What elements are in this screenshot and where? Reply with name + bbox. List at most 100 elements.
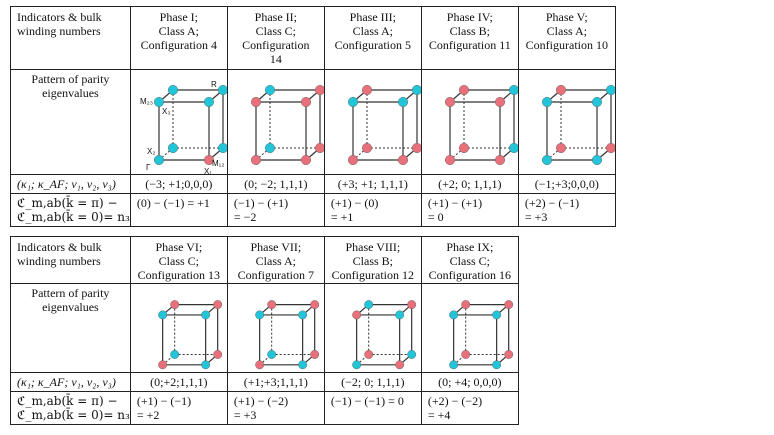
parity-vertex [310,300,319,310]
parity-vertex [605,143,615,153]
parity-vertex [364,350,373,359]
parity-vertex [541,154,552,165]
parity-vertex [170,350,179,359]
parity-vertex [300,154,311,165]
parity-vertex [591,97,602,108]
phase-table-2: Indicators & bulk winding numbers Phase … [10,236,519,425]
cube-hidden-edge [352,147,368,161]
parity-cube-diagram [352,300,416,370]
phase-table-1: Indicators & bulk winding numbers Phase … [10,6,616,227]
parity-vertex [492,360,501,370]
phase-header-6: Phase VI; Class C; Configuration 13 [129,236,228,284]
cube-hidden-edge [449,147,465,161]
cube-point-label: M₁₂ [212,159,224,168]
parity-vertex [203,154,214,165]
cube-cell-phase-8 [323,283,422,373]
parity-vertex [167,142,178,153]
parity-vertex [397,154,408,165]
cube-cell-phase-5 [517,69,616,175]
indicators-value: (0;+2;1,1,1) [129,372,228,392]
pattern-label-cell: Pattern of parity eigenvalues [10,69,131,175]
phase-header-8: Phase VIII; Class B; Configuration 12 [323,236,422,284]
parity-cube-diagram [158,300,222,370]
parity-vertex [267,350,276,359]
parity-vertex [504,350,513,359]
parity-vertex [298,310,307,320]
cube-point-label: R [211,80,217,89]
parity-vertex [213,300,222,310]
parity-cube-diagram [449,300,513,370]
parity-vertex [407,300,416,310]
cube-point-label: X₃ [162,107,171,116]
parity-vertex [494,154,505,165]
indicators-value: (+1;+3;1,1,1) [226,372,325,392]
parity-cube-diagram [347,84,421,165]
cube-point-label: X₂ [147,147,155,156]
parity-vertex [217,143,227,153]
parity-vertex [250,97,261,108]
phase-header-7: Phase VII; Class A; Configuration 7 [226,236,325,284]
parity-vertex [217,85,227,95]
parity-vertex [449,360,458,370]
parity-vertex [264,142,275,153]
parity-vertex [458,84,469,96]
indicators-row-label: (κ₁; κ_AF; ν₁, ν₂, ν₃) [10,174,131,194]
cube-point-label: M₂₃ [140,97,153,106]
parity-cube-diagram [255,300,319,370]
parity-vertex [310,350,319,359]
parity-vertex [541,97,552,108]
parity-vertex [397,97,408,108]
parity-vertex [213,350,222,359]
parity-vertex [591,154,602,165]
parity-vertex [170,300,179,310]
parity-vertex [352,360,361,370]
parity-vertex [605,85,615,95]
cube-cell-phase-2 [226,69,325,175]
parity-vertex [504,300,513,310]
parity-cube-diagram [444,84,518,165]
parity-vertex [361,84,372,96]
header-label-cell: Indicators & bulk winding numbers [10,236,131,284]
phase-header-1: Phase I; Class A; Configuration 4 [129,6,228,70]
parity-vertex [461,350,470,359]
winding-value: (−1) − (+1) = −2 [226,193,325,227]
winding-value: (+1) − (−1) = +2 [129,391,228,425]
parity-vertex [364,300,373,310]
cube-cell-phase-7 [226,283,325,373]
parity-vertex [153,154,164,165]
parity-vertex [444,154,455,165]
parity-vertex [461,300,470,310]
parity-vertex [411,85,421,95]
parity-cube-diagram [250,84,324,165]
parity-vertex [352,310,361,320]
cube-hidden-edge [158,147,174,161]
parity-vertex [255,310,264,320]
winding-value: (0) − (−1) = +1 [129,193,228,227]
parity-vertex [298,360,307,370]
parity-vertex [267,300,276,310]
parity-vertex [347,154,358,165]
cube-hidden-edge [546,147,562,161]
cube-cell-phase-9 [420,283,519,373]
parity-vertex [407,350,416,359]
parity-vertex [449,310,458,320]
indicators-value: (−1;+3;0,0,0) [517,174,616,194]
indicators-value: (−3; +1;0,0,0) [129,174,228,194]
parity-vertex [395,310,404,320]
parity-vertex [158,310,167,320]
parity-vertex [158,360,167,370]
parity-vertex [201,360,210,370]
winding-value: (+2) − (−1) = +3 [517,193,616,227]
phase-header-4: Phase IV; Class B; Configuration 11 [420,6,519,70]
parity-cube-diagram: M₂₃RM₃₁X₃X₂M₁₂ΓX₁ [140,80,227,174]
cube-cell-phase-3 [323,69,422,175]
cube-cell-phase-4 [420,69,519,175]
parity-vertex [264,84,275,96]
indicators-row-label: (κ₁; κ_AF; ν₁, ν₂, ν₃) [10,372,131,392]
header-label-cell: Indicators & bulk winding numbers [10,6,131,70]
parity-vertex [444,97,455,108]
parity-vertex [555,84,566,96]
winding-value: (+1) − (+1) = 0 [420,193,519,227]
winding-value: (+1) − (0) = +1 [323,193,422,227]
parity-vertex [347,97,358,108]
